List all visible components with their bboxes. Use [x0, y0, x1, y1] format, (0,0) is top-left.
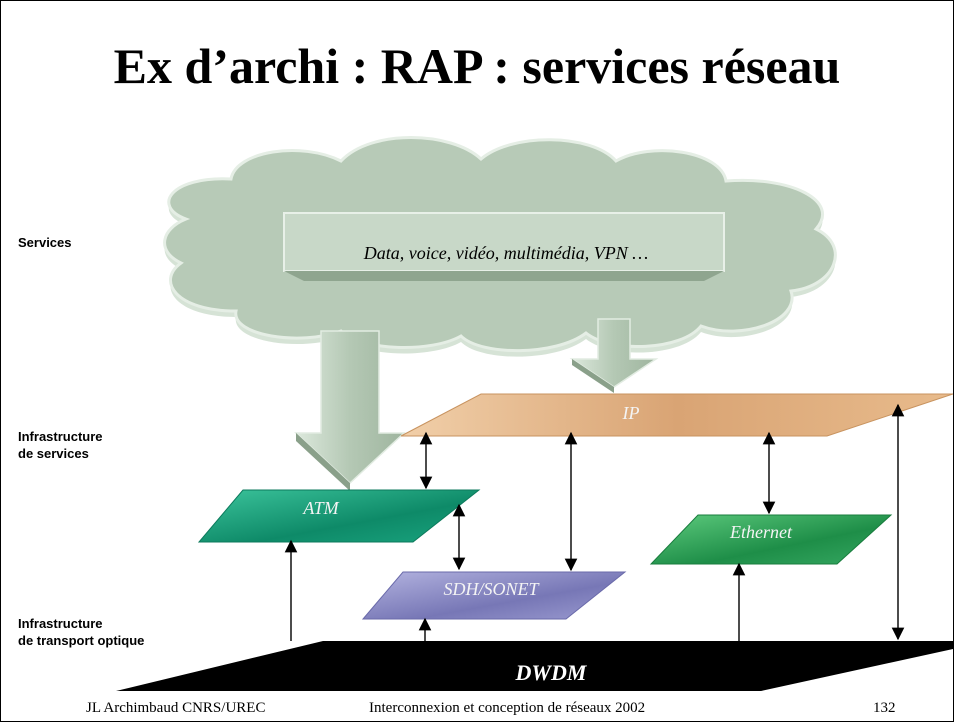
services-to-atm-arrow — [294, 330, 406, 491]
sdh-sonet-layer-label: SDH/SONET — [443, 579, 539, 599]
ethernet-layer-label: Ethernet — [730, 522, 792, 542]
services-list-text: Data, voice, vidéo, multimédia, VPN … — [363, 243, 649, 263]
footer-page-number: 132 — [873, 700, 896, 716]
atm-layer-label: ATM — [303, 498, 339, 518]
services-side-label: Services — [18, 235, 72, 250]
service-infrastructure-label: Infrastructure de services — [18, 428, 103, 462]
dwdm-layer-label: DWDM — [515, 660, 587, 685]
footer-author: JL Archimbaud CNRS/UREC — [86, 700, 266, 716]
ip-layer — [400, 393, 953, 437]
transport-infrastructure-line2: de transport optique — [18, 633, 145, 648]
atm-layer — [197, 489, 481, 543]
service-infrastructure-line2: de services — [18, 446, 89, 461]
services-cloud — [163, 136, 837, 357]
footer-course: Interconnexion et conception de réseaux … — [369, 700, 646, 716]
transport-infrastructure-label: Infrastructure de transport optique — [18, 615, 144, 649]
dwdm-layer — [116, 641, 953, 691]
service-infrastructure-line1: Infrastructure — [18, 429, 103, 444]
services-to-ip-arrow — [569, 318, 659, 393]
sdh-sonet-layer — [361, 571, 627, 620]
transport-infrastructure-line1: Infrastructure — [18, 616, 103, 631]
slide-title: Ex d’archi : RAP : services réseau — [113, 38, 841, 94]
ethernet-layer — [649, 514, 893, 565]
ip-layer-label: IP — [622, 403, 640, 423]
